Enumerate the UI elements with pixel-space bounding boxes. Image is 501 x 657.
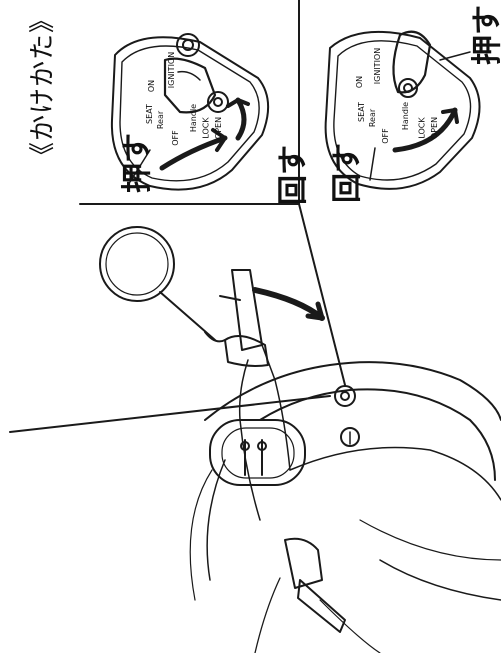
left-marking-on: ON <box>147 79 157 93</box>
left-marking-off: OFF <box>170 130 180 146</box>
left-turn-label: 回す <box>276 145 311 205</box>
right-marking-ignition: IGNITION <box>373 47 383 85</box>
callout-line-left <box>9 395 331 433</box>
right-marking-handle: Handle <box>401 101 411 131</box>
right-marking-seat: SEAT <box>356 102 366 122</box>
right-marking-on: ON <box>355 75 365 89</box>
left-marking-open: OPEN <box>214 116 224 140</box>
right-marking-off: OFF <box>380 128 390 144</box>
right-marking-lock: LOCK <box>417 117 427 139</box>
right-panel-key-switch <box>324 30 481 190</box>
right-push-label: 押す <box>470 5 501 65</box>
left-marking-rear: Rear <box>156 110 166 130</box>
left-marking-ignition: IGNITION <box>167 51 177 89</box>
grip-end <box>209 419 306 486</box>
right-turn-label: 回す <box>330 143 365 203</box>
key-slot <box>334 385 356 407</box>
grip-bottom <box>297 579 346 633</box>
right-marking-open: OPEN <box>430 116 440 140</box>
left-marking-handle: Handle <box>189 103 199 133</box>
mirror <box>99 226 175 302</box>
callout-line-right <box>298 203 346 386</box>
brake-lever-bottom <box>284 537 323 589</box>
left-marking-seat: SEAT <box>144 104 154 124</box>
scooter-handlebar <box>99 226 501 654</box>
left-marking-lock: LOCK <box>201 117 211 139</box>
page-title: 《かけかた》 <box>28 5 58 168</box>
left-push-label: 押す <box>120 133 155 193</box>
left-panel-key-switch <box>110 33 269 191</box>
right-marking-rear: Rear <box>368 108 378 128</box>
